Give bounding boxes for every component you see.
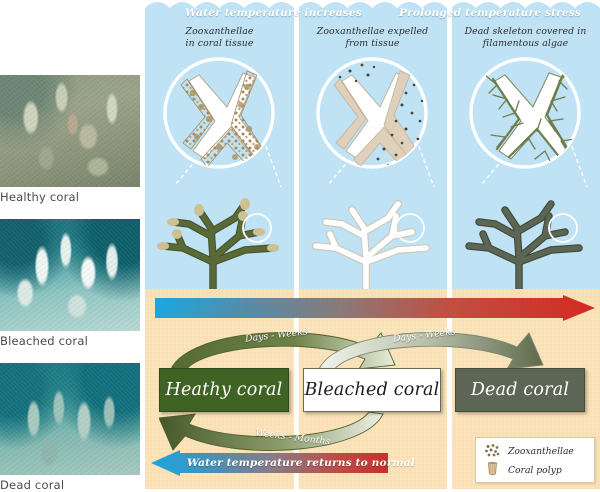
state-box-bleached-coral-label: Bleached coral	[304, 380, 440, 400]
column-divider-1	[294, 0, 299, 489]
seawater-background: Zooxanthellae in coral tissue	[145, 0, 600, 489]
magnifier-ring-bleached	[395, 213, 425, 243]
water-temperature-returns-arrow	[151, 450, 388, 476]
wave-scallop-top	[298, 2, 447, 14]
magnifier-ring-dead	[548, 213, 578, 243]
state-box-dead-coral[interactable]: Dead coral	[455, 368, 585, 412]
dead-coral-photo	[0, 363, 140, 475]
coral-tree-bleached	[312, 200, 430, 289]
zooxanthellae-icon	[485, 444, 500, 457]
column-bleached: Zooxanthellae expelled from tissue	[298, 0, 447, 289]
column-dead-title: Dead skeleton covered in filamentous alg…	[451, 26, 600, 51]
magnifier-ring-healthy	[242, 213, 272, 243]
state-box-dead-coral-label: Dead coral	[470, 380, 570, 400]
column-dead-title-line1: Dead skeleton covered in	[464, 26, 587, 37]
wave-scallop-top	[145, 2, 294, 14]
legend-row-zooxanthellae: Zooxanthellae	[484, 441, 574, 461]
state-box-bleached-coral[interactable]: Bleached coral	[303, 368, 441, 412]
wave-scallop-top	[451, 2, 600, 14]
coral-polyp-icon	[488, 461, 497, 476]
inset-filamentous-algae	[469, 57, 588, 188]
water-temperature-returns-to-normal-label: Water temperature returns to normal	[187, 457, 415, 469]
inset-expelled-zooxanthellae	[316, 57, 435, 188]
column-dead-title-line2: filamentous algae	[482, 38, 569, 50]
column-divider-2-lower	[447, 283, 452, 489]
column-divider-2	[447, 0, 452, 489]
state-box-healthy-coral-label: Heathy coral	[165, 380, 283, 400]
column-healthy-title-line1: Zooxanthellae	[185, 26, 254, 37]
coral-bleaching-diagram: Zooxanthellae in coral tissue	[145, 0, 600, 489]
photo-block-bleached: Bleached coral	[0, 219, 140, 348]
healthy-coral-photo	[0, 75, 140, 187]
state-box-healthy-coral[interactable]: Heathy coral	[159, 368, 289, 412]
legend-row-coral-polyp: Coral polyp	[484, 460, 562, 480]
legend: Zooxanthellae Coral polyp	[475, 437, 595, 483]
water-temperature-increases-label: Water temperature increases	[185, 7, 362, 19]
bleached-coral-photo-caption: Bleached coral	[0, 334, 88, 348]
dead-coral-photo-caption: Dead coral	[0, 478, 65, 492]
legend-label-coral-polyp: Coral polyp	[508, 464, 562, 476]
legend-label-zooxanthellae: Zooxanthellae	[508, 445, 574, 457]
transition-arrow-bleached-to-dead	[318, 332, 544, 371]
photo-grain	[0, 75, 140, 187]
column-healthy-title-line2: in coral tissue	[185, 38, 254, 50]
coral-tree-dead	[465, 200, 583, 289]
transition-arrow-bleached-to-healthy	[159, 412, 384, 451]
column-healthy-title: Zooxanthellae in coral tissue	[145, 26, 294, 51]
transition-arrow-healthy-to-bleached	[170, 332, 396, 371]
inset-healthy-polyps	[163, 57, 282, 188]
column-bleached-title: Zooxanthellae expelled from tissue	[298, 26, 447, 51]
photo-block-dead: Dead coral	[0, 363, 140, 492]
coral-tree-healthy	[157, 198, 279, 289]
photo-grain	[0, 219, 140, 331]
photo-block-healthy: Healthy coral	[0, 75, 140, 204]
column-bleached-title-line2: from tissue	[345, 38, 400, 50]
column-healthy: Zooxanthellae in coral tissue	[145, 0, 294, 289]
bleached-coral-photo	[0, 219, 140, 331]
healthy-coral-photo-caption: Healthy coral	[0, 190, 80, 204]
column-dead: Dead skeleton covered in filamentous alg…	[451, 0, 600, 289]
photo-grain	[0, 363, 140, 475]
column-divider-1-lower	[294, 283, 299, 489]
prolonged-temperature-stress-label: Prolonged temperature stress	[399, 7, 581, 19]
water-temperature-increase-arrow	[155, 295, 595, 321]
photo-column: Healthy coral Bleached coral Dead coral	[0, 0, 145, 492]
column-bleached-title-line1: Zooxanthellae expelled	[316, 26, 429, 37]
